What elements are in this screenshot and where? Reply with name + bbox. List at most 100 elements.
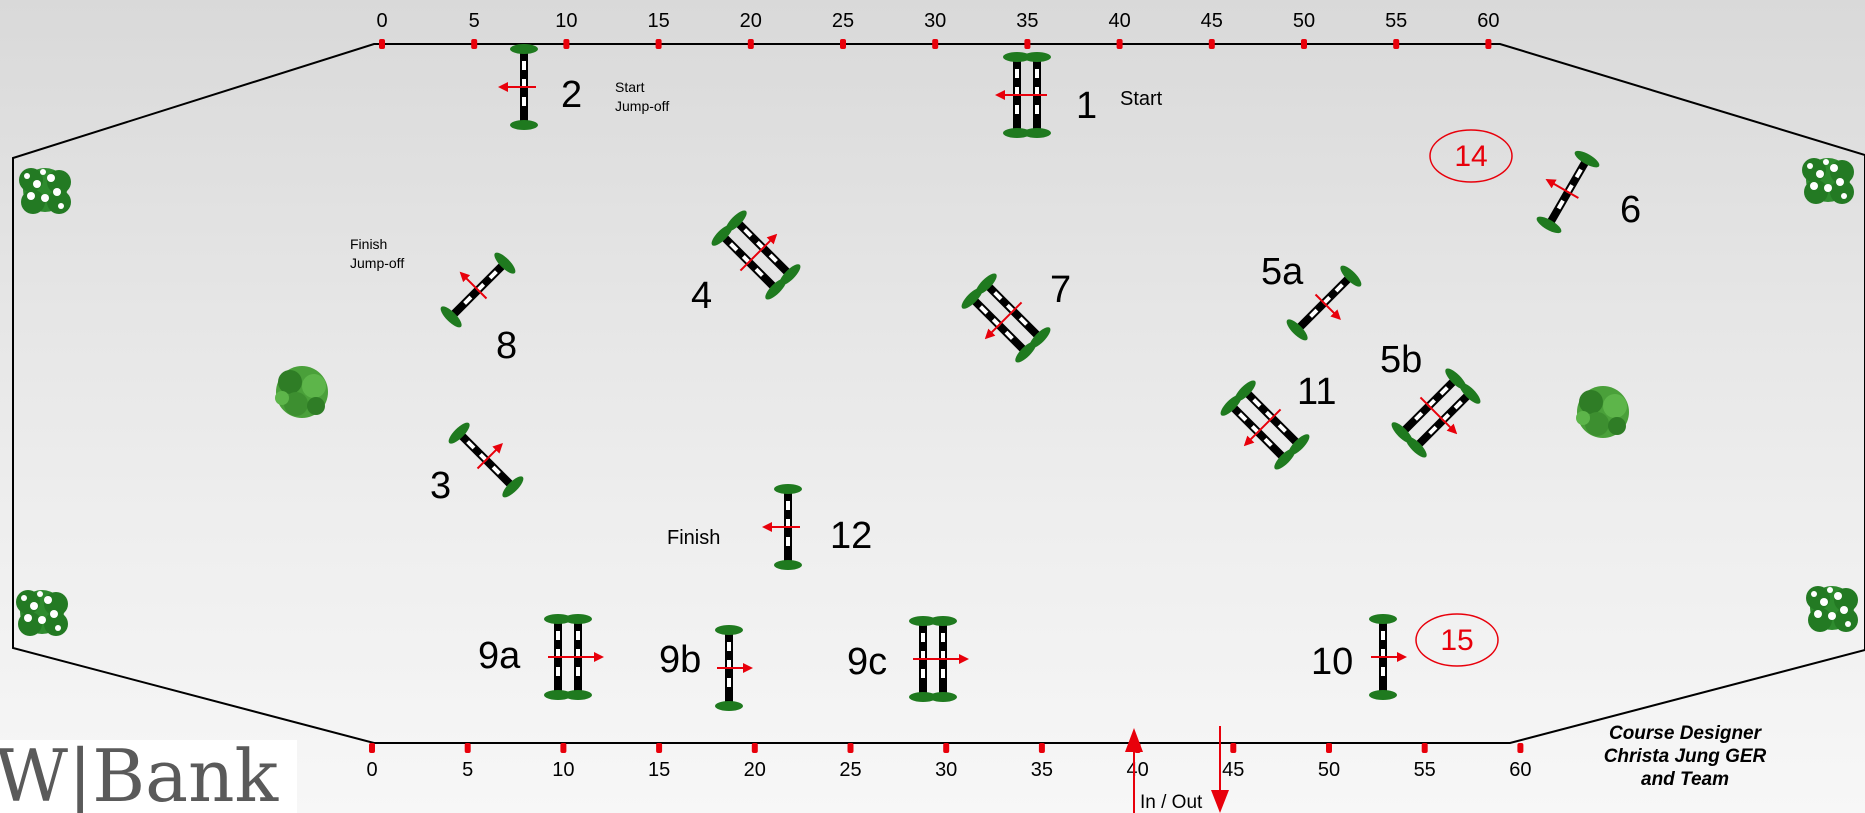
fence-9c bbox=[909, 616, 969, 702]
designer-line: and Team bbox=[1641, 769, 1729, 790]
ruler-tick-label: 10 bbox=[555, 10, 577, 32]
ruler-tick-label: 20 bbox=[744, 759, 766, 781]
fence-2 bbox=[498, 44, 538, 130]
sponsor-logo: W|Bank bbox=[0, 740, 297, 813]
ruler-tick-mark bbox=[464, 743, 471, 753]
fence-6 bbox=[1534, 147, 1602, 237]
flower-hedge-icon bbox=[16, 590, 68, 636]
start-jump-off-label: Start bbox=[615, 79, 645, 95]
ruler-tick-label: 60 bbox=[1509, 759, 1531, 781]
arena-outline bbox=[12, 43, 1865, 744]
ruler-tick-mark bbox=[840, 39, 846, 49]
ruler-tick-mark bbox=[1230, 743, 1237, 753]
ruler-tick-label: 10 bbox=[552, 759, 574, 781]
ruler-tick-label: 15 bbox=[648, 759, 670, 781]
fence-number: 12 bbox=[830, 515, 872, 557]
course-designer-credit: Course Designer Christa Jung GER and Tea… bbox=[1570, 722, 1800, 791]
fence-number: 1 bbox=[1076, 85, 1097, 127]
ruler-tick-mark bbox=[751, 743, 758, 753]
fence-11 bbox=[1217, 377, 1313, 473]
ruler-tick-label: 60 bbox=[1477, 10, 1499, 32]
fence-7 bbox=[958, 270, 1054, 366]
fence-3 bbox=[445, 419, 527, 501]
ruler-tick-mark bbox=[560, 743, 567, 753]
flower-hedge-icon bbox=[1802, 158, 1854, 204]
ruler-tick-mark bbox=[563, 39, 570, 49]
ruler-tick-mark bbox=[1517, 743, 1524, 753]
ruler-tick-label: 20 bbox=[740, 10, 762, 32]
fence-9b bbox=[715, 625, 753, 711]
ruler-tick-label: 40 bbox=[1108, 10, 1130, 32]
ruler-tick-mark bbox=[471, 39, 478, 49]
ruler-tick-label: 30 bbox=[935, 759, 957, 781]
fence-number: 9b bbox=[659, 639, 701, 681]
shrub-icon bbox=[275, 366, 328, 418]
jump-off-number: 15 bbox=[1440, 624, 1473, 657]
jump-off-marker bbox=[1429, 129, 1513, 183]
fence-number: 8 bbox=[496, 325, 517, 367]
ruler-tick-mark bbox=[1301, 39, 1307, 49]
fence-number: 2 bbox=[561, 74, 582, 116]
ruler-tick-mark bbox=[847, 743, 854, 753]
fence-number: 10 bbox=[1311, 641, 1353, 683]
start-jump-off-label: Jump-off bbox=[615, 98, 669, 114]
fence-number: 5b bbox=[1380, 339, 1422, 381]
ruler-tick-mark bbox=[932, 39, 939, 49]
ruler-tick-mark bbox=[656, 743, 663, 753]
ruler-tick-label: 0 bbox=[366, 759, 377, 781]
ruler-tick-label: 55 bbox=[1414, 759, 1436, 781]
ruler-tick-label: 5 bbox=[469, 10, 480, 32]
ruler-tick-mark bbox=[379, 39, 385, 49]
fence-4 bbox=[708, 207, 804, 303]
sponsor-logo-text: W|Bank bbox=[0, 740, 279, 813]
ruler-tick-mark bbox=[1393, 39, 1400, 49]
fence-number: 3 bbox=[430, 465, 451, 507]
start-label: Start bbox=[1120, 88, 1163, 110]
fence-number: 11 bbox=[1297, 371, 1336, 413]
designer-line: Course Designer bbox=[1608, 723, 1762, 744]
ruler-tick-mark bbox=[1421, 743, 1428, 753]
fence-number: 5a bbox=[1261, 251, 1304, 293]
in-out-label: In / Out bbox=[1140, 792, 1203, 813]
ruler-tick-label: 35 bbox=[1031, 759, 1053, 781]
jump-off-marker bbox=[1415, 613, 1499, 667]
ruler-tick-mark bbox=[1485, 39, 1492, 49]
ruler-tick-mark bbox=[1326, 743, 1332, 753]
ruler-tick-label: 45 bbox=[1222, 759, 1244, 781]
ruler-tick-mark bbox=[1208, 39, 1215, 49]
fence-number: 9a bbox=[478, 635, 521, 677]
finish-jump-off-label: Jump-off bbox=[350, 255, 404, 271]
fence-12 bbox=[762, 484, 802, 570]
ruler-tick-label: 5 bbox=[462, 759, 473, 781]
fence-1 bbox=[995, 52, 1051, 138]
ruler-tick-label: 25 bbox=[839, 759, 861, 781]
ruler-tick-label: 15 bbox=[647, 10, 669, 32]
ruler-tick-mark bbox=[655, 39, 662, 49]
fence-number: 4 bbox=[691, 275, 712, 317]
ruler-tick-label: 50 bbox=[1318, 759, 1340, 781]
shrub-icon bbox=[1576, 386, 1629, 438]
ruler-tick-mark bbox=[1116, 39, 1123, 49]
designer-line: Christa Jung GER bbox=[1603, 746, 1767, 767]
flower-hedge-icon bbox=[1806, 586, 1858, 632]
ruler-tick-mark bbox=[369, 743, 375, 753]
ruler-tick-label: 0 bbox=[376, 10, 387, 32]
flower-hedge-icon bbox=[19, 168, 71, 214]
finish-label: Finish bbox=[667, 527, 720, 549]
ruler-tick-label: 40 bbox=[1126, 759, 1148, 781]
fence-number: 6 bbox=[1620, 189, 1641, 231]
ruler-tick-label: 25 bbox=[832, 10, 854, 32]
fence-10 bbox=[1369, 614, 1407, 700]
ruler-tick-label: 45 bbox=[1201, 10, 1223, 32]
ruler-tick-mark bbox=[1024, 39, 1031, 49]
fence-5a bbox=[1283, 262, 1365, 344]
in-out-arrows bbox=[1125, 726, 1229, 813]
ruler-tick-label: 30 bbox=[924, 10, 946, 32]
fence-5b bbox=[1388, 365, 1484, 461]
ruler-tick-label: 55 bbox=[1385, 10, 1407, 32]
fence-number: 9c bbox=[847, 641, 887, 683]
fence-8 bbox=[437, 249, 519, 331]
jump-off-number: 14 bbox=[1454, 140, 1487, 173]
fence-number: 7 bbox=[1050, 269, 1071, 311]
